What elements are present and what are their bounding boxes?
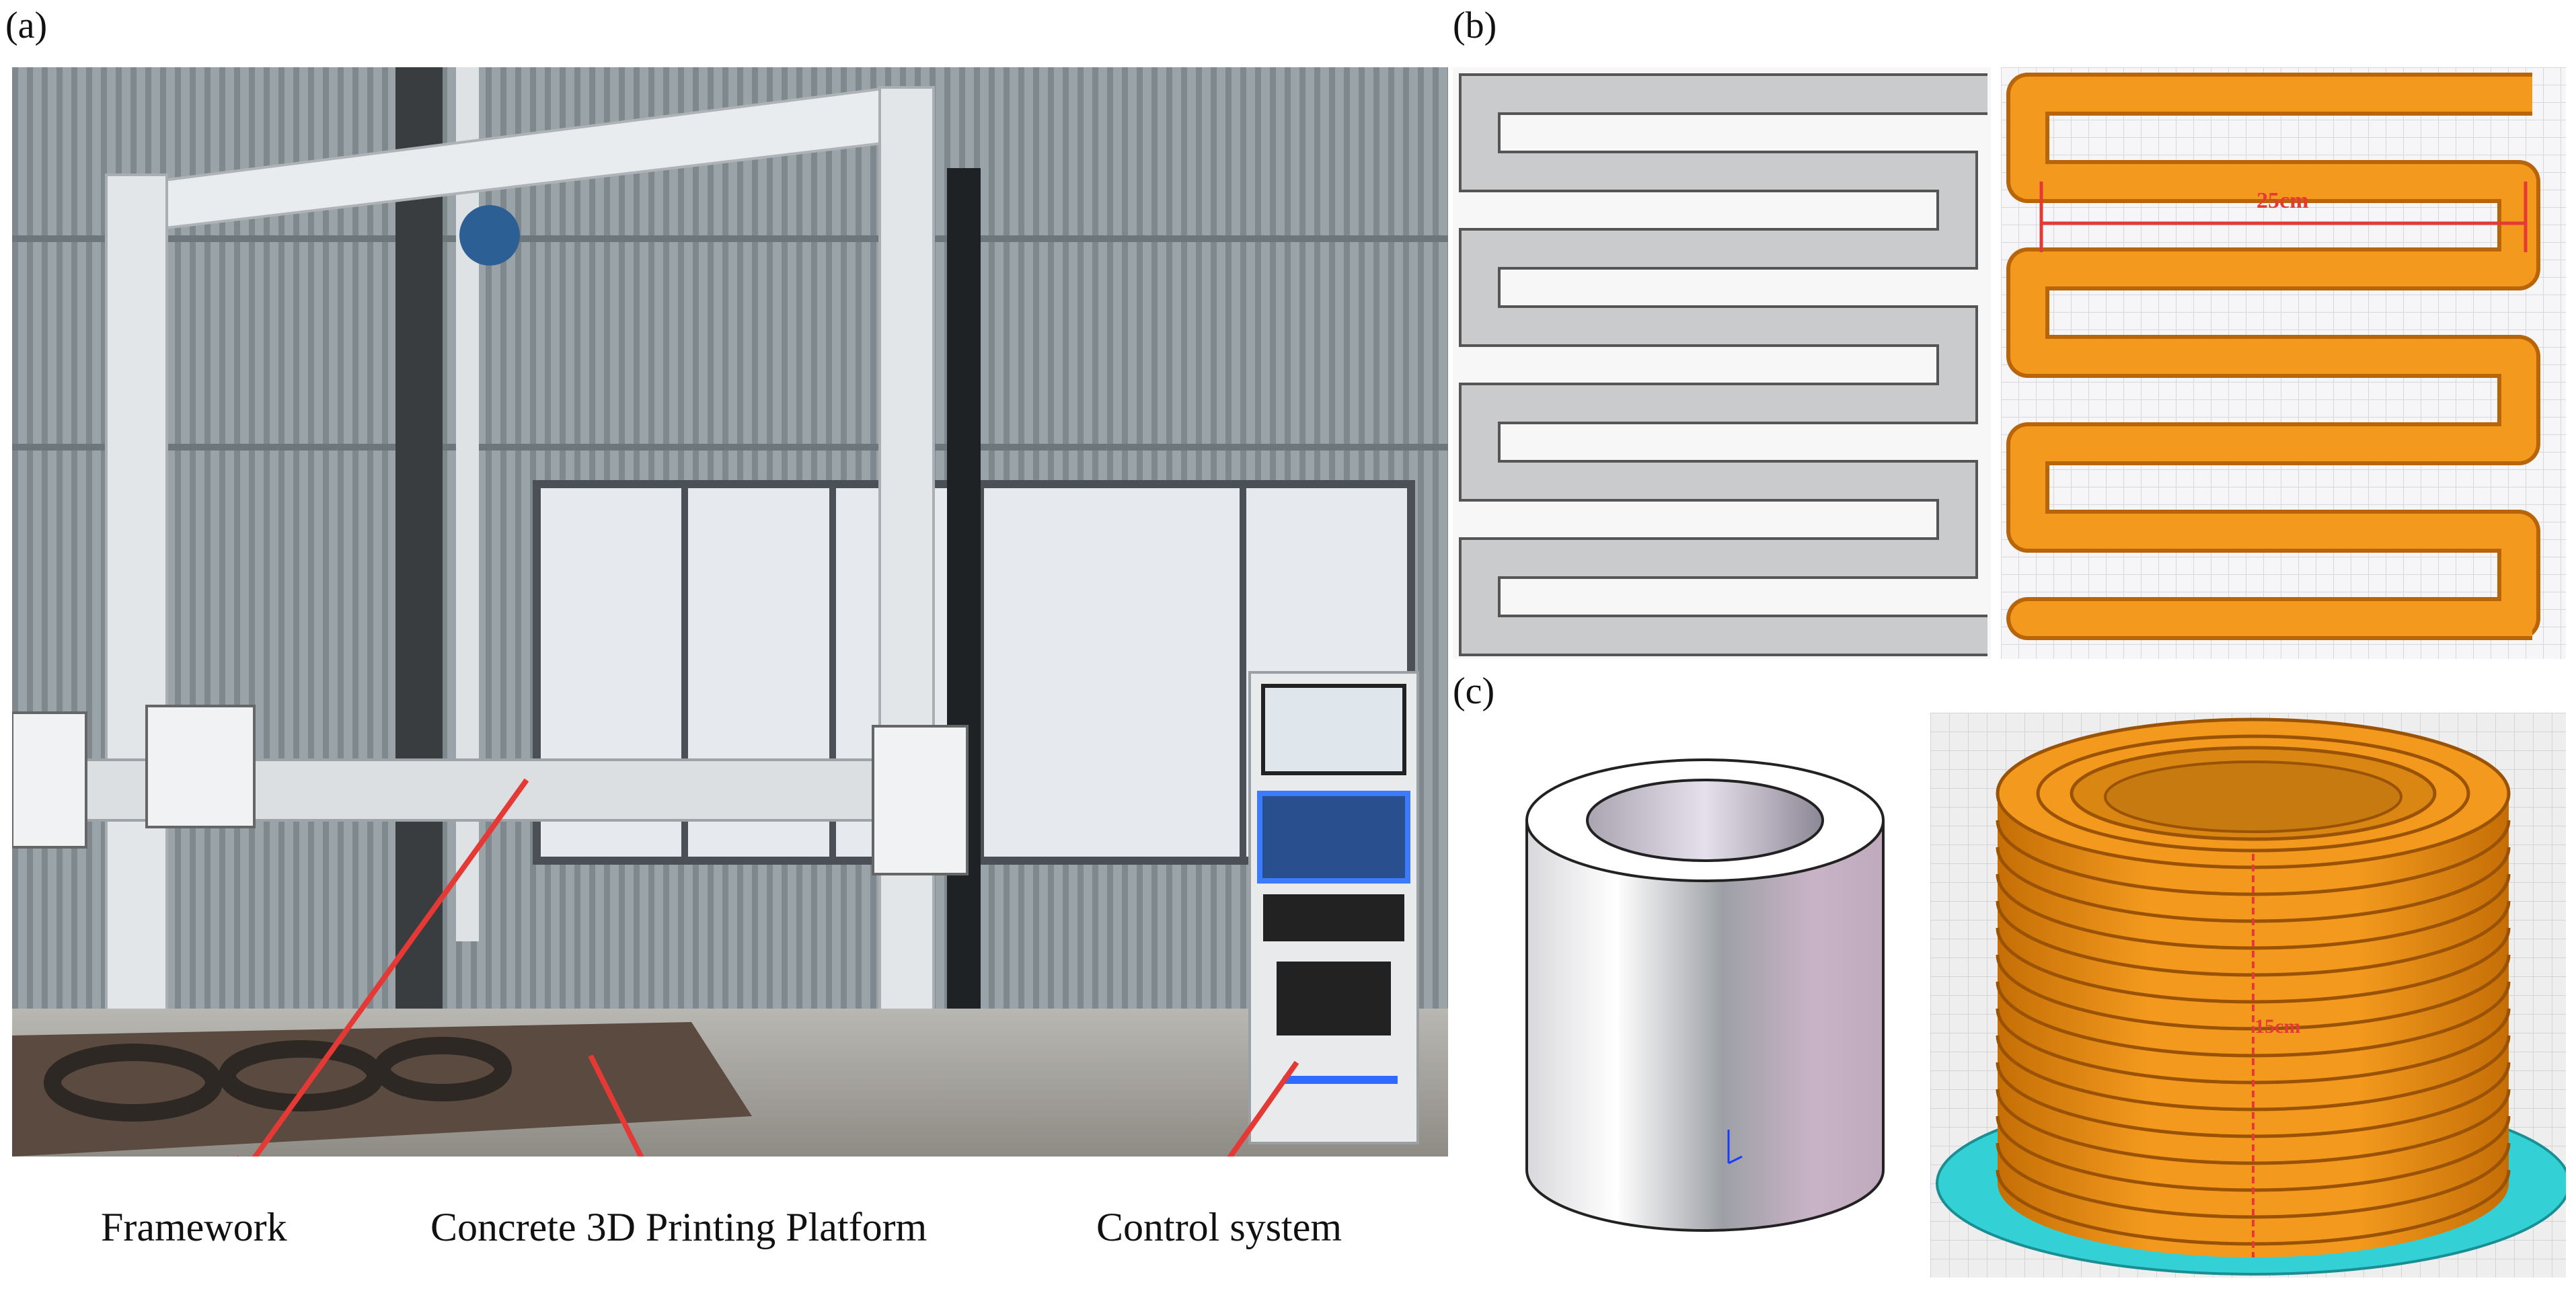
annotation-printing-platform: Concrete 3D Printing Platform: [430, 1205, 927, 1249]
cylinder-cad-model: [1453, 713, 1924, 1264]
dimension-label-25cm: 25cm: [2257, 188, 2309, 213]
serpentine-cad-model: [1453, 67, 1991, 659]
annotation-framework: Framework: [101, 1205, 287, 1249]
dimension-label-15cm: 15cm: [2255, 1015, 2301, 1038]
printer-photo: [12, 67, 1448, 1157]
panel-label-c: (c): [1453, 670, 1495, 712]
annotation-control-system: Control system: [1096, 1205, 1342, 1249]
serpentine-sliced-model: [2001, 67, 2566, 659]
gantry-left-upright: [105, 173, 168, 1050]
panel-label-b: (b): [1453, 5, 1497, 46]
gantry-right-upright: [878, 86, 935, 1084]
cylinder-sliced-model: [1930, 713, 2566, 1278]
panel-label-a: (a): [5, 5, 48, 46]
